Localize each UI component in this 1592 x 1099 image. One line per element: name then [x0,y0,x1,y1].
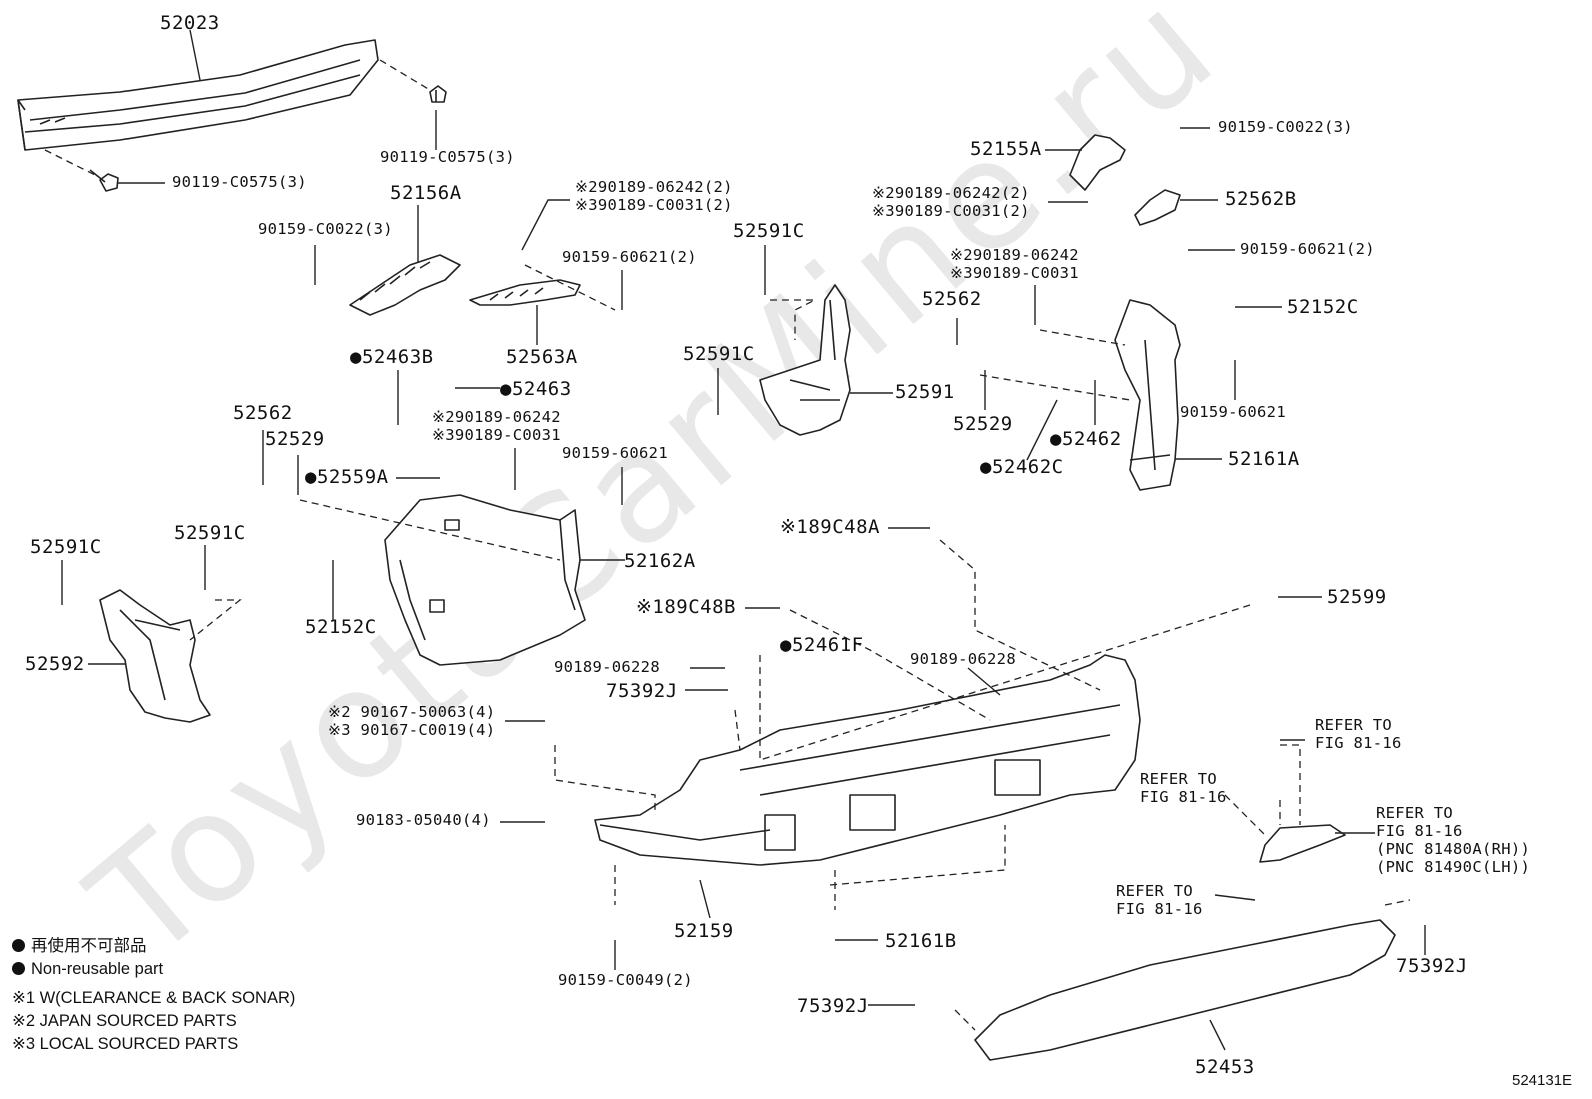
label-52559A: ●52559A [305,466,389,488]
label-290189-right2: ※290189-06242 [950,246,1079,264]
label-90159-C0049: 90159-C0049(2) [558,971,693,989]
reinforcement-52023 [17,39,379,151]
bracket-52592 [99,589,211,723]
label-52463: ●52463 [500,378,572,400]
label-2-90167: ※2 90167-50063(4) [328,703,496,721]
label-52529-left: 52529 [265,428,325,450]
label-52599: 52599 [1327,586,1387,608]
label-52155A: 52155A [970,138,1042,160]
label-52592: 52592 [25,653,85,675]
bolt-90119-left [89,169,119,192]
label-52591C-c: 52591C [733,220,805,242]
label-52161B: 52161B [885,930,957,952]
bracket-52156A [349,254,461,316]
garnish-52453 [974,919,1396,1061]
refer-label-3b: FIG 81-16 [1376,822,1463,840]
label-52562-right: 52562 [922,288,982,310]
label-290189-right: ※290189-06242(2) [872,184,1030,202]
label-52159: 52159 [674,920,734,942]
refer-label-3: REFER TO [1376,804,1454,822]
label-75392J-b: 75392J [797,995,869,1017]
refer-label-2b: FIG 81-16 [1140,788,1227,806]
bracket-52562B [1134,189,1181,226]
label-189C48B: ※189C48B [636,596,736,618]
bumper-cover-52159 [594,654,1141,866]
legend-note-3: ※3 LOCAL SOURCED PARTS [12,1035,239,1053]
label-90159-60621-mid: 90159-60621 [562,444,668,462]
label-90189-06228-right: 90189-06228 [910,650,1016,668]
label-52462: ●52462 [1050,428,1122,450]
label-390189-right: ※390189-C0031(2) [872,202,1030,220]
label-52453: 52453 [1195,1056,1255,1078]
bolt-90119-right [429,85,447,103]
label-52023: 52023 [160,12,220,34]
refer-label-3c: (PNC 81480A(RH)) [1376,840,1531,858]
label-52562B: 52562B [1225,188,1297,210]
figure-id: 524131E [1512,1072,1573,1089]
legend-note-2: ※2 JAPAN SOURCED PARTS [12,1012,237,1030]
cover-52162A [384,494,586,666]
label-3-90167: ※3 90167-C0019(4) [328,721,496,739]
label-52591C-b: 52591C [174,522,246,544]
label-90159-60621-2a: 90159-60621(2) [562,248,697,266]
bullet-icon [12,962,25,975]
label-290189-left: ※290189-06242(2) [575,178,733,196]
label-90119-upper: 90119-C0575(3) [380,148,515,166]
cover-52161A [1114,299,1181,491]
label-90159-C0022-left: 90159-C0022(3) [258,220,393,238]
reflector-bracket [1259,824,1346,863]
label-52162A: 52162A [624,550,696,572]
label-52563A: 52563A [506,346,578,368]
legend-jp: 再使用不可部品 [12,937,147,955]
label-52591: 52591 [895,381,955,403]
label-52591C-d: 52591C [683,343,755,365]
label-52156A: 52156A [390,182,462,204]
label-52463B: ●52463B [350,346,434,368]
label-390189-right2: ※390189-C0031 [950,264,1079,282]
refer-label-4: REFER TO [1116,882,1194,900]
refer-label-2: REFER TO [1140,770,1218,788]
label-90159-60621-2b: 90159-60621(2) [1240,240,1375,258]
refer-label-4b: FIG 81-16 [1116,900,1203,918]
label-90159-60621-right: 90159-60621 [1180,403,1286,421]
label-390189-mid: ※390189-C0031 [432,426,561,444]
label-90119-lower: 90119-C0575(3) [172,173,307,191]
legend-en: Non-reusable part [12,961,163,978]
label-52529-right: 52529 [953,413,1013,435]
bracket-52591 [759,284,851,436]
label-75392J-c: 75392J [1396,955,1468,977]
refer-label-1b: FIG 81-16 [1315,734,1402,752]
bracket-52155A [1069,134,1126,191]
label-52462C: ●52462C [980,456,1064,478]
label-52152C-left: 52152C [305,616,377,638]
label-52161A: 52161A [1228,448,1300,470]
label-52461F: ●52461F [780,634,864,656]
label-75392J-a: 75392J [606,680,678,702]
label-290189-mid: ※290189-06242 [432,408,561,426]
label-90159-C0022-right: 90159-C0022(3) [1218,118,1353,136]
refer-label-3d: (PNC 81490C(LH)) [1376,858,1531,876]
legend-note-1: ※1 W(CLEARANCE & BACK SONAR) [12,989,296,1007]
label-189C48A: ※189C48A [780,516,880,538]
label-90183: 90183-05040(4) [356,811,491,829]
label-52591C-a: 52591C [30,536,102,558]
bullet-icon [12,939,25,952]
label-52562-left: 52562 [233,402,293,424]
refer-label-1: REFER TO [1315,716,1393,734]
label-90189-06228-left: 90189-06228 [554,658,660,676]
label-52152C-right: 52152C [1287,296,1359,318]
label-390189-left: ※390189-C0031(2) [575,196,733,214]
